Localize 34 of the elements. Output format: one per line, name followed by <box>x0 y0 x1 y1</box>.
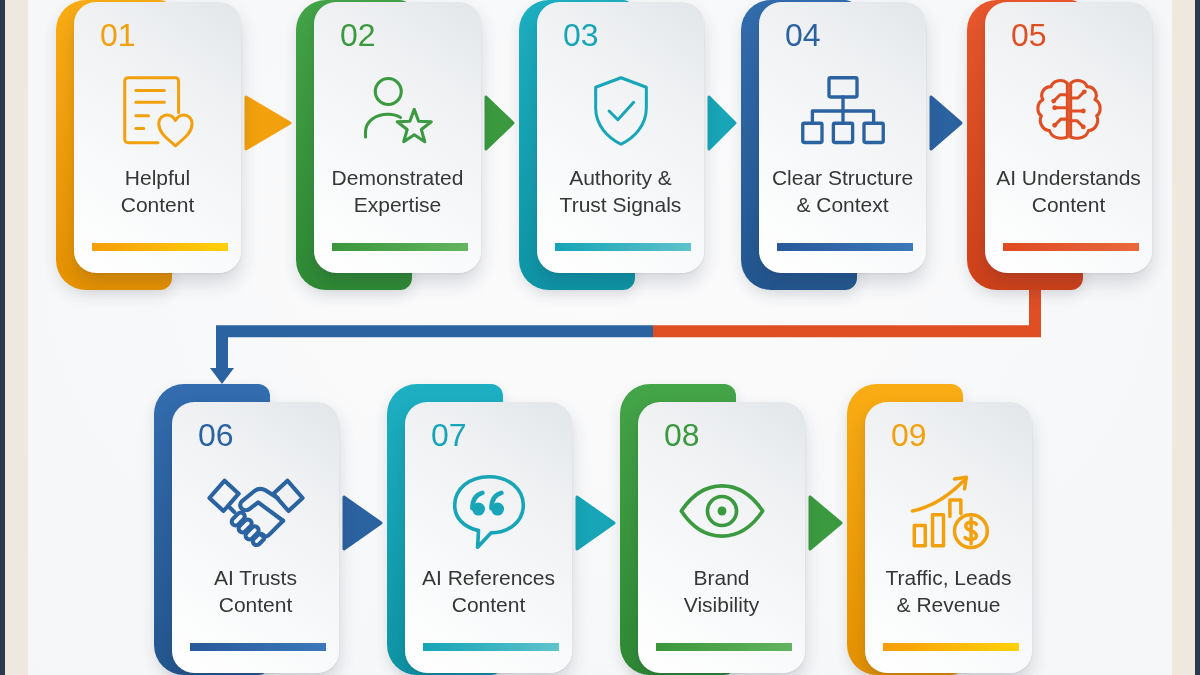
step-card <box>741 0 926 290</box>
step-title: Authority & Trust Signals <box>558 165 683 218</box>
step-card <box>519 0 704 290</box>
step-number: 08 <box>664 419 700 451</box>
step-title: Brand Visibility <box>682 565 761 618</box>
step-title: Clear Structure & Context <box>770 165 915 218</box>
chevron-arrow <box>929 95 963 151</box>
chevron-arrow <box>342 495 383 551</box>
step-number: 07 <box>431 419 467 451</box>
chevron-arrow <box>575 495 616 551</box>
chevron-arrow <box>244 95 292 151</box>
step-number: 06 <box>198 419 234 451</box>
step-number: 01 <box>100 19 136 51</box>
step-number: 03 <box>563 19 599 51</box>
step-card <box>56 0 241 290</box>
step-card <box>620 384 805 675</box>
step-number: 02 <box>340 19 376 51</box>
chevron-arrow <box>484 95 515 151</box>
step-card <box>847 384 1032 675</box>
step-title: AI Trusts Content <box>213 565 298 618</box>
step-card <box>154 384 339 675</box>
step-title: AI Understands Content <box>995 165 1142 218</box>
step-number: 04 <box>785 19 821 51</box>
step-title: Demonstrated Expertise <box>330 165 465 218</box>
step-card <box>387 384 572 675</box>
chevron-arrow <box>808 495 843 551</box>
step-number: 05 <box>1011 19 1047 51</box>
step-card <box>967 0 1152 290</box>
step-title: AI References Content <box>420 565 557 618</box>
step-number: 09 <box>891 419 927 451</box>
step-title: Helpful Content <box>119 165 196 218</box>
step-card <box>296 0 481 290</box>
chevron-arrow <box>707 95 737 151</box>
step-title: Traffic, Leads & Revenue <box>884 565 1013 618</box>
